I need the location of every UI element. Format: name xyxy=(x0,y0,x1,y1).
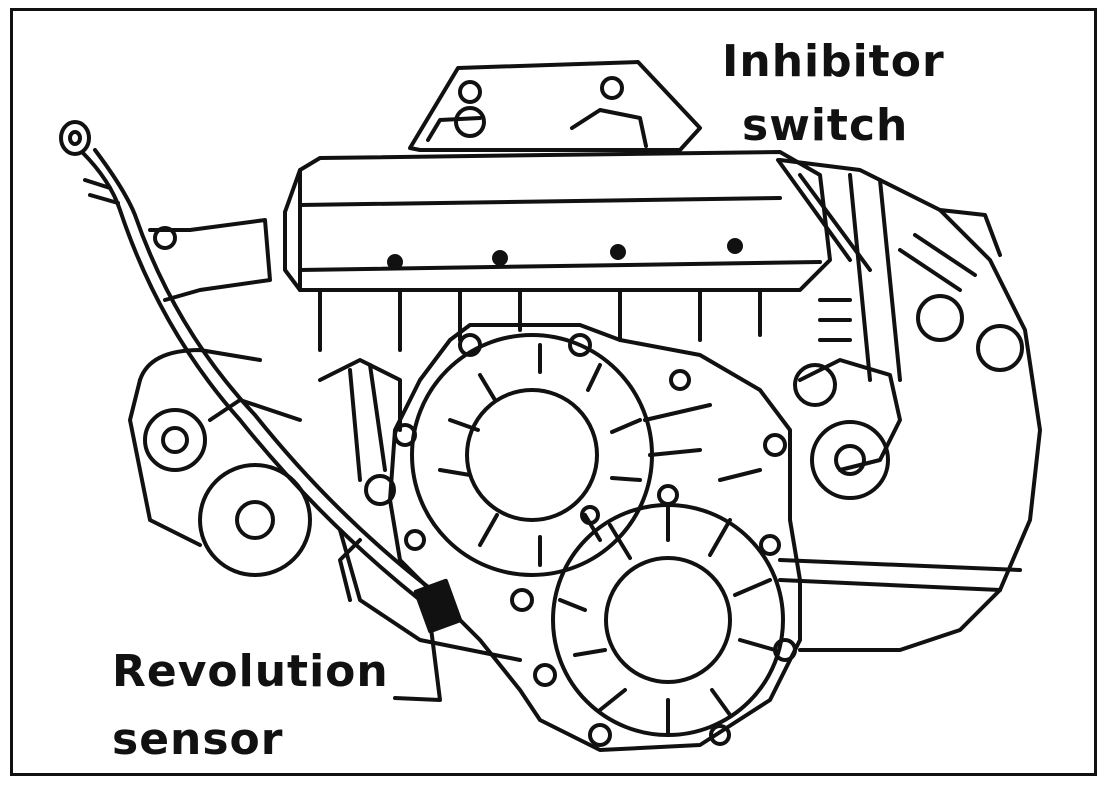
upper-body xyxy=(283,150,832,352)
inhibitor-switch-leader xyxy=(776,158,872,272)
gear-case xyxy=(388,323,802,752)
dipstick-tube xyxy=(59,120,434,602)
revolution-sensor-label-line1: Revolution xyxy=(112,646,389,697)
inhibitor-switch-label-line1: Inhibitor xyxy=(722,36,945,87)
top-bracket xyxy=(408,60,702,152)
lower-housing xyxy=(318,358,522,662)
revolution-sensor xyxy=(393,578,463,702)
left-pulley xyxy=(128,218,312,577)
right-housing xyxy=(778,158,1042,652)
revolution-sensor-label-line2: sensor xyxy=(112,714,284,765)
inhibitor-switch-label-line2: switch xyxy=(742,100,909,151)
